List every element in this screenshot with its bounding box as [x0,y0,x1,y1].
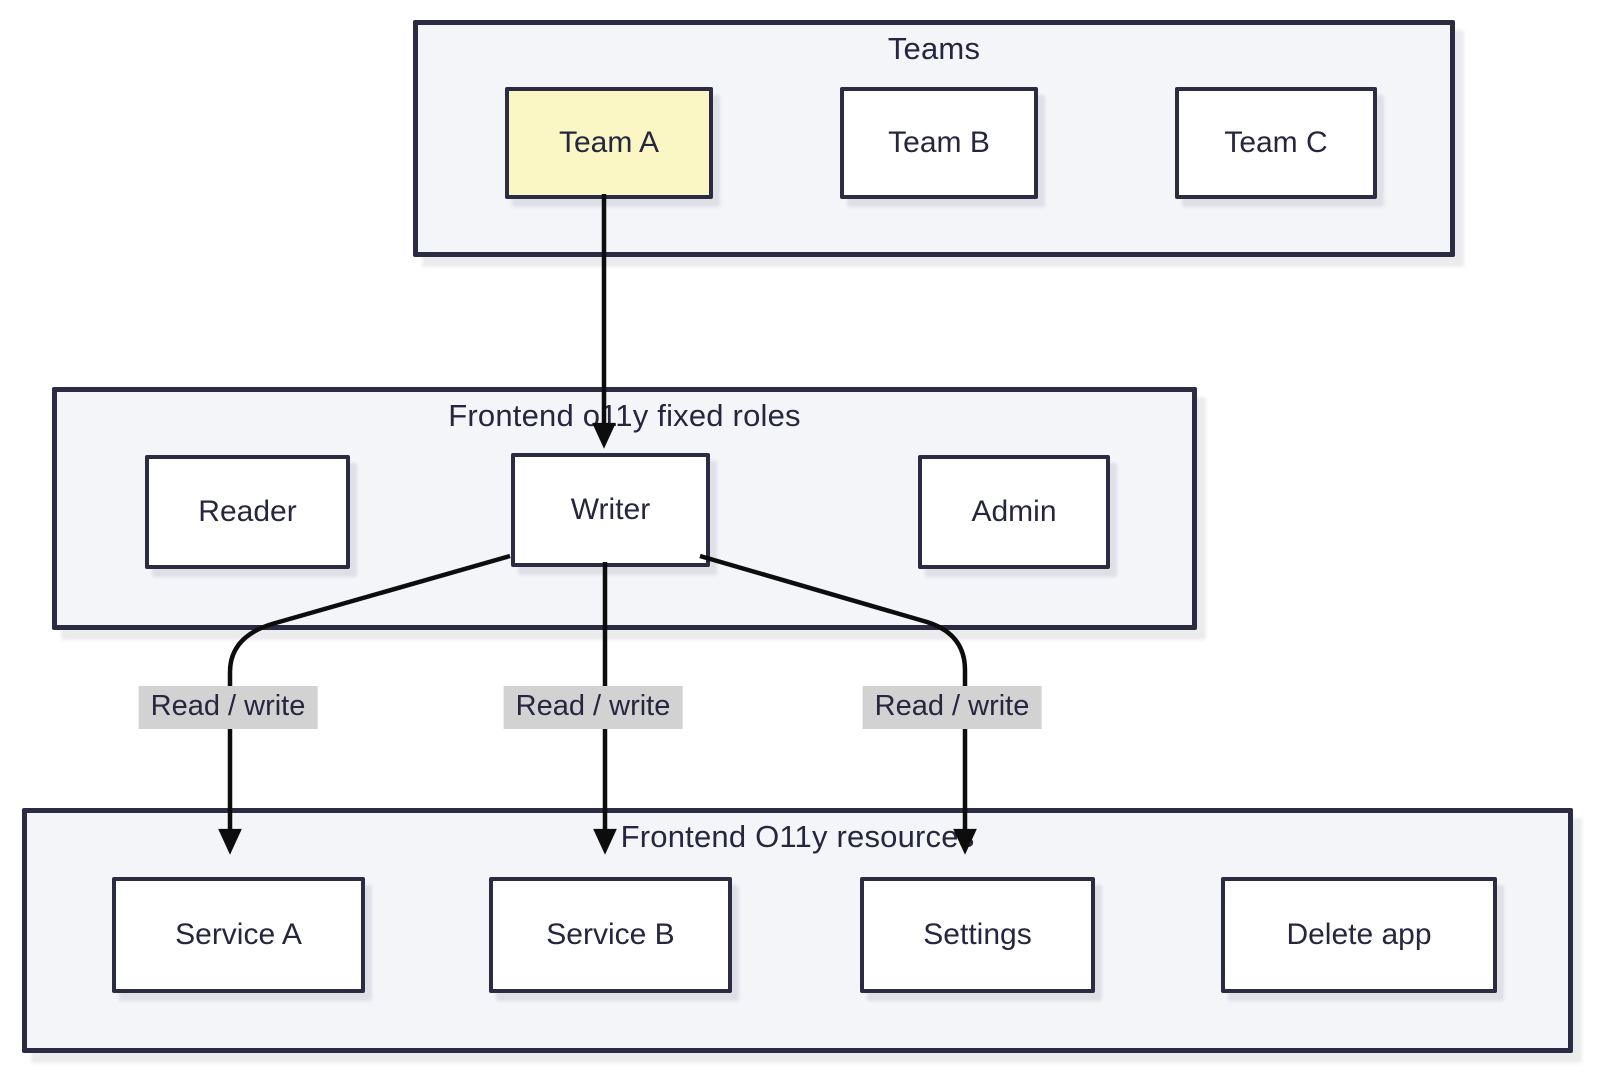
node-service-b: Service B [489,877,732,993]
edge-label-read-write-3: Read / write [862,686,1042,729]
group-resources-title: Frontend O11y resources [620,819,975,854]
node-team-c: Team C [1175,87,1377,199]
node-service-a: Service A [112,877,365,993]
group-resources: Frontend O11y resources Service A Servic… [22,808,1573,1053]
node-settings: Settings [860,877,1095,993]
node-team-b: Team B [840,87,1038,199]
node-admin: Admin [918,455,1110,569]
edge-label-read-write-2: Read / write [503,686,683,729]
node-team-a: Team A [505,87,713,199]
node-delete-app: Delete app [1221,877,1497,993]
group-teams: Teams Team A Team B Team C [413,20,1455,257]
group-fixed-roles-title: Frontend o11y fixed roles [448,398,801,433]
group-fixed-roles: Frontend o11y fixed roles Reader Writer … [52,387,1197,630]
node-writer: Writer [511,453,710,567]
group-teams-title: Teams [887,31,981,66]
edge-label-read-write-1: Read / write [138,686,318,729]
node-reader: Reader [145,455,350,569]
